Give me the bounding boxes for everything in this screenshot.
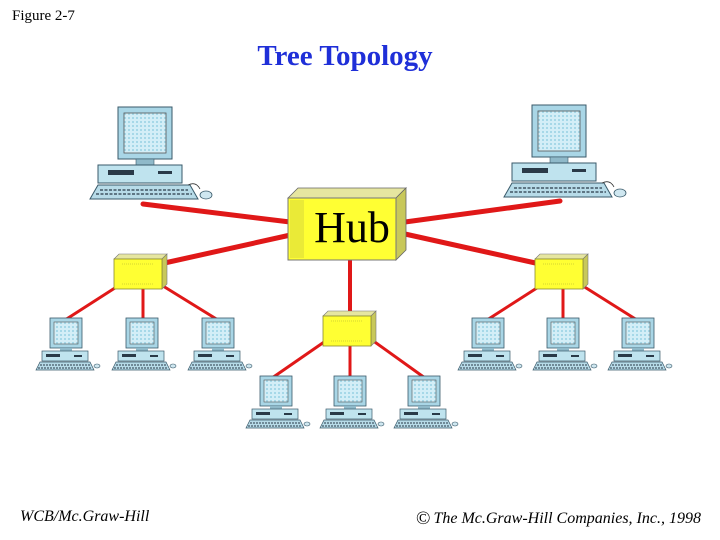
link-right-hub-pc-3 xyxy=(581,284,639,322)
link-hub-right-hub xyxy=(402,231,543,267)
link-center-hub-pc-3 xyxy=(370,338,427,380)
copyright-symbol: © xyxy=(416,508,431,529)
link-right-hub-pc-1 xyxy=(485,284,542,322)
computer-left-2 xyxy=(111,317,177,371)
copyright-notice: ©The Mc.Graw-Hill Companies, Inc., 1998 xyxy=(416,508,701,530)
secondary-hub-center xyxy=(322,310,377,347)
computer-center-1 xyxy=(245,375,311,429)
computer-right-2 xyxy=(532,317,598,371)
link-hub-left-hub xyxy=(157,231,298,267)
computer-top-right xyxy=(503,104,627,198)
figure-label: Figure 2-7 xyxy=(12,8,75,24)
publisher-credit: WCB/Mc.Graw-Hill xyxy=(20,508,150,525)
link-hub-top-left-pc xyxy=(140,201,293,225)
central-hub: Hub xyxy=(287,187,407,261)
link-hub-top-right-pc xyxy=(402,198,563,225)
network-links xyxy=(63,198,639,380)
computer-center-3 xyxy=(393,375,459,429)
computer-left-1 xyxy=(35,317,101,371)
link-left-hub-pc-1 xyxy=(63,284,120,322)
computer-top-left xyxy=(89,106,213,200)
diagram-title: Tree Topology xyxy=(257,40,433,72)
secondary-hub-right xyxy=(534,253,589,290)
computer-right-1 xyxy=(457,317,523,371)
link-center-hub-pc-1 xyxy=(270,338,329,380)
link-left-hub-pc-3 xyxy=(161,284,220,322)
copyright-text: The Mc.Graw-Hill Companies, Inc., 1998 xyxy=(433,510,701,527)
secondary-hub-left xyxy=(113,253,168,290)
computer-center-2 xyxy=(319,375,385,429)
computer-left-3 xyxy=(187,317,253,371)
computer-right-3 xyxy=(607,317,673,371)
hub-label: Hub xyxy=(314,203,390,252)
